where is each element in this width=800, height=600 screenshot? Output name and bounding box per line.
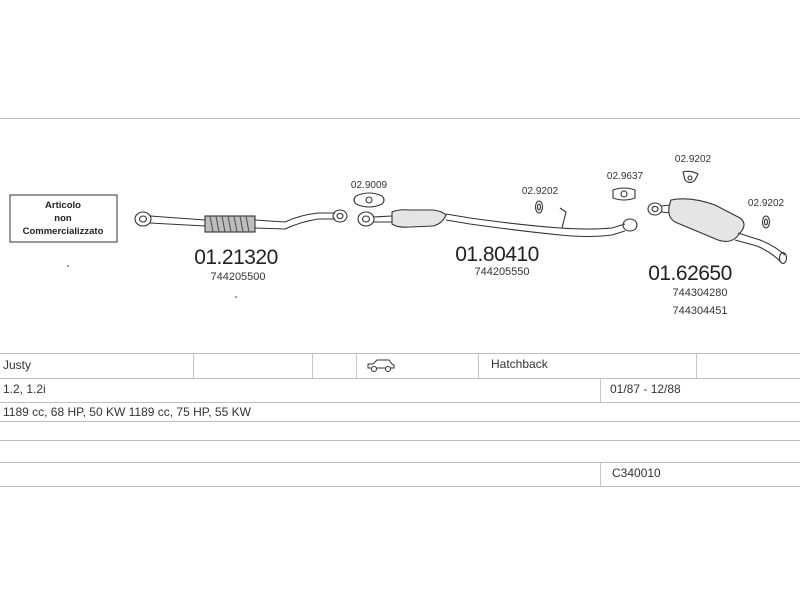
table-divider-1	[0, 353, 800, 354]
part-number-front-pipe: 01.21320	[194, 246, 278, 269]
table-divider-4	[0, 421, 800, 422]
oem-front-pipe: 744205500	[210, 271, 265, 283]
hanger-drawing-1	[534, 200, 544, 214]
fitting-label-5: 02.9202	[748, 198, 785, 209]
fitting-label-1: 02.9009	[351, 180, 388, 191]
fitting-label-2: 02.9202	[522, 186, 559, 197]
hanger-drawing-2	[682, 170, 699, 184]
part-number-rear-silencer: 01.62650	[648, 262, 732, 285]
fitting-label-3: 02.9637	[607, 171, 644, 182]
col-divider-4	[478, 353, 479, 378]
oem-middle-pipe: 744205550	[474, 266, 529, 278]
vehicle-model: Justy	[3, 358, 32, 372]
notice-line-3: Commercializzato	[23, 226, 104, 237]
hanger-drawing-3	[761, 215, 771, 229]
rear-silencer-drawing	[647, 198, 788, 265]
col-divider-1	[193, 353, 194, 378]
oem-rear-silencer-2: 744304451	[672, 305, 727, 317]
engine-specs: 1189 cc, 68 HP, 50 KW 1189 cc, 75 HP, 55…	[3, 405, 251, 419]
table-divider-2	[0, 378, 800, 379]
col-divider-7	[600, 462, 601, 486]
frame-top-border	[0, 118, 800, 119]
col-divider-2	[312, 353, 313, 378]
not-sold-notice: Articolo non Commercializzato	[9, 194, 118, 243]
catalog-code: C340010	[612, 466, 661, 480]
clamp-drawing	[612, 187, 636, 201]
part-number-middle-pipe: 01.80410	[455, 243, 539, 266]
col-divider-3	[356, 353, 357, 378]
engine-size: 1.2, 1.2i	[3, 382, 46, 396]
middle-pipe-drawing	[357, 207, 638, 238]
gasket-drawing	[353, 192, 385, 208]
front-pipe-drawing	[134, 209, 348, 233]
production-years: 01/87 - 12/88	[610, 382, 681, 396]
table-divider-6	[0, 462, 800, 463]
col-divider-5	[696, 353, 697, 378]
table-divider-3	[0, 402, 800, 403]
oem-rear-silencer-1: 744304280	[672, 287, 727, 299]
car-icon	[365, 356, 397, 374]
notice-line-1: Articolo	[45, 200, 81, 211]
notice-line-2: non	[54, 213, 72, 224]
col-divider-6	[600, 378, 601, 402]
table-divider-5	[0, 440, 800, 441]
fitting-label-4: 02.9202	[675, 154, 712, 165]
table-divider-7	[0, 486, 800, 487]
body-type: Hatchback	[491, 357, 548, 371]
